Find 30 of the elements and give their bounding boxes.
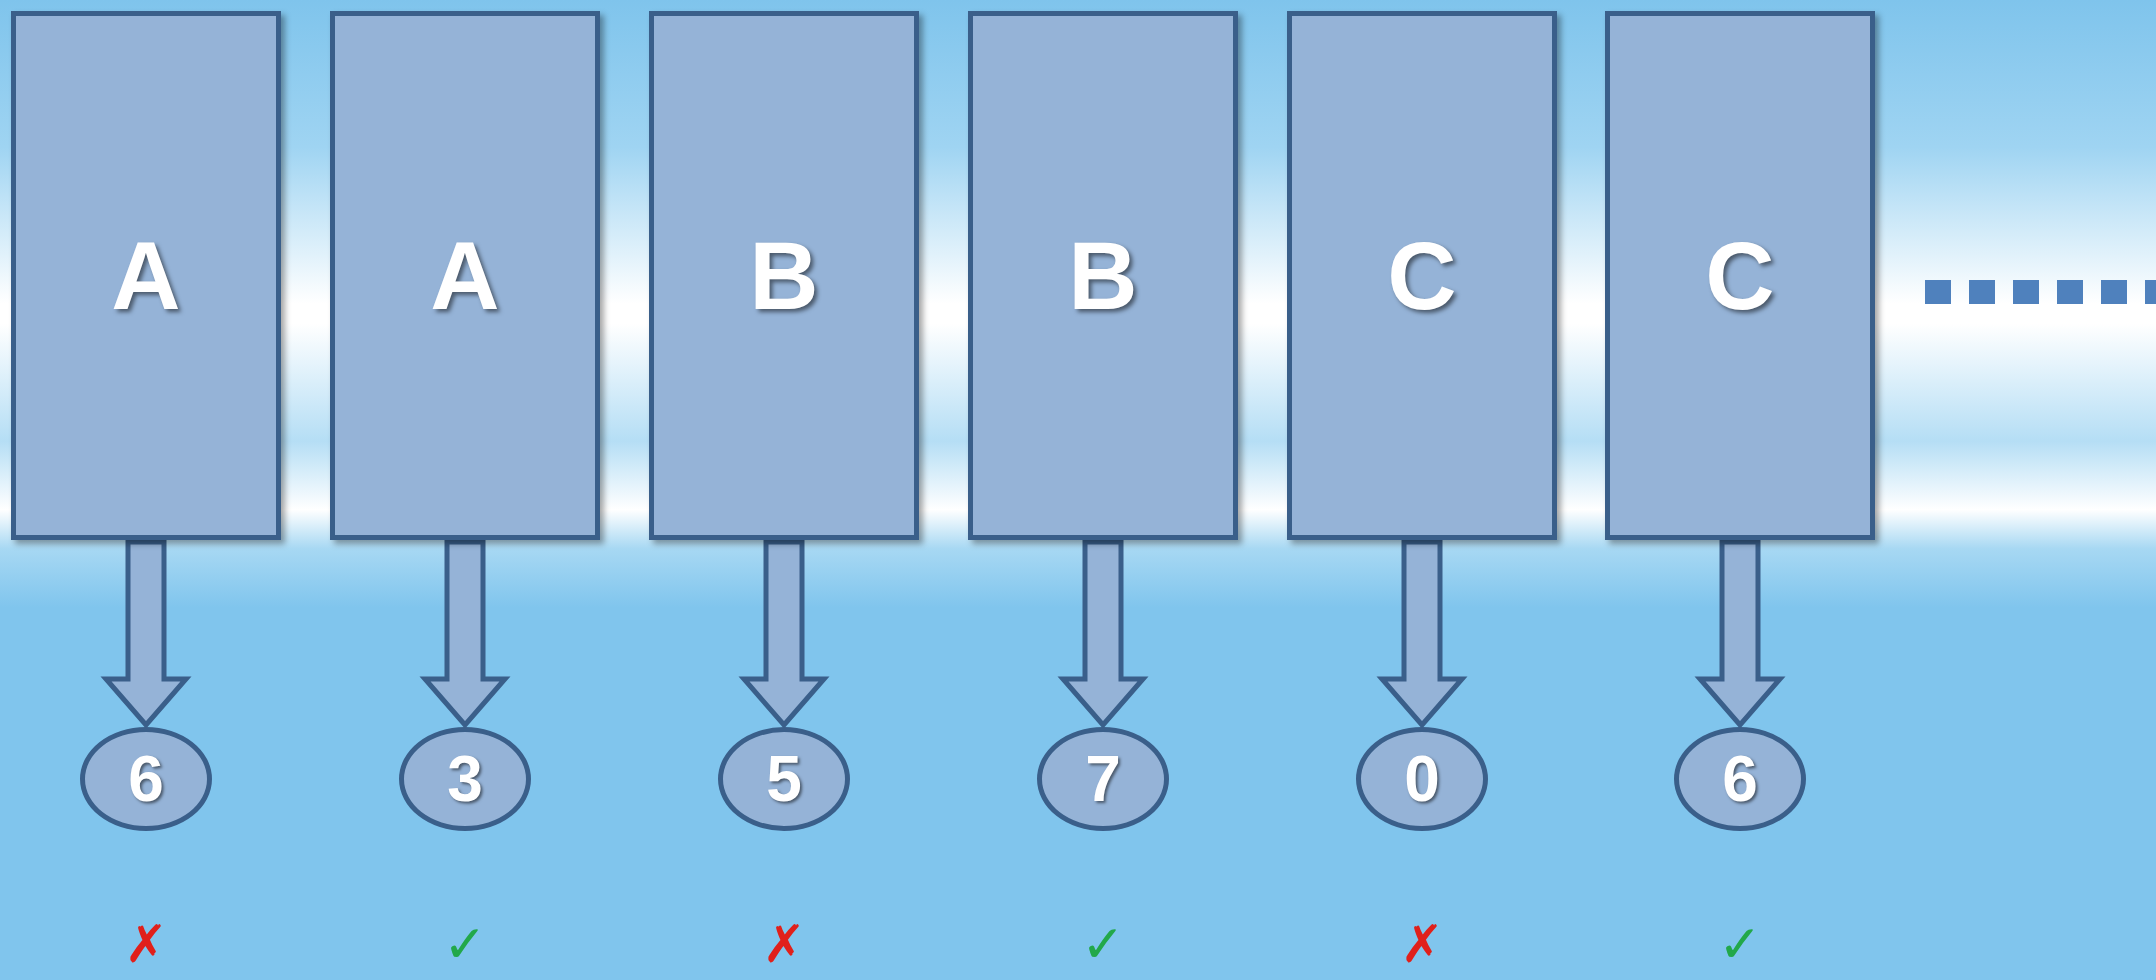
number: 6	[128, 747, 164, 811]
letter: A	[111, 227, 181, 324]
card-box	[968, 11, 1238, 540]
letter: A	[430, 227, 500, 324]
letter: C	[1705, 227, 1775, 324]
card-box	[649, 11, 919, 540]
down-arrow	[1057, 539, 1149, 729]
result-mark: ✗	[123, 918, 169, 970]
card-box	[1287, 11, 1557, 540]
down-arrow	[738, 539, 830, 729]
result-mark: ✗	[761, 918, 807, 970]
card-box	[330, 11, 600, 540]
down-arrow	[1376, 539, 1468, 729]
down-arrow	[1694, 539, 1786, 729]
number: 0	[1404, 747, 1440, 811]
card-box	[1605, 11, 1875, 540]
result-mark: ✓	[1080, 918, 1126, 970]
number: 6	[1722, 747, 1758, 811]
number: 5	[766, 747, 802, 811]
down-arrow	[100, 539, 192, 729]
letter: B	[749, 227, 819, 324]
letter: B	[1068, 227, 1138, 324]
number: 7	[1085, 747, 1121, 811]
result-mark: ✗	[1399, 918, 1445, 970]
result-mark: ✓	[442, 918, 488, 970]
letter: C	[1387, 227, 1457, 324]
card-box	[11, 11, 281, 540]
number: 3	[447, 747, 483, 811]
down-arrow	[419, 539, 511, 729]
result-mark: ✓	[1717, 918, 1763, 970]
